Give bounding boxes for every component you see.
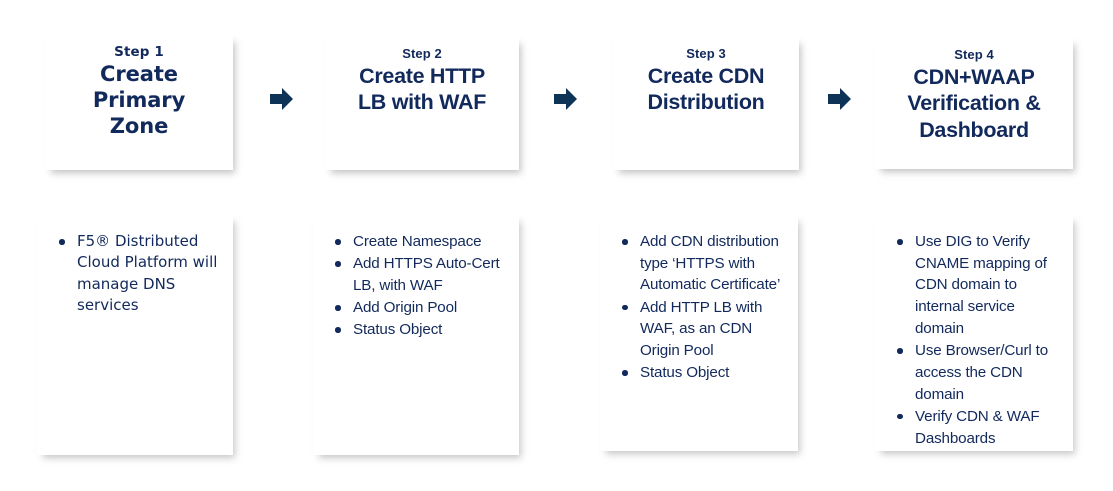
list-item: Add CDN distribution type ‘HTTPS with Au… (608, 231, 790, 296)
step-body-card-1: F5® Distributed Cloud Platform will mana… (37, 215, 233, 455)
step-body-card-3: Add CDN distribution type ‘HTTPS with Au… (600, 215, 798, 451)
list-item: Verify CDN & WAF Dashboards (883, 406, 1065, 449)
step-column-2: Step 2 Create HTTP LB with WAF Create Na… (313, 0, 519, 491)
bullet-dot-icon (622, 239, 628, 245)
list-item: F5® Distributed Cloud Platform will mana… (45, 231, 225, 316)
step-column-3: Step 3 Create CDN Distribution Add CDN d… (600, 0, 799, 491)
step-column-4: Step 4 CDN+WAAP Verification & Dashboard… (875, 0, 1074, 491)
connector-arrow-1 (270, 86, 294, 112)
bullet-dot-icon (897, 413, 903, 420)
list-item: Create Namespace (321, 231, 511, 253)
step-title-4: CDN+WAAP Verification & Dashboard (907, 65, 1041, 142)
list-item: Add HTTP LB with WAF, as an CDN Origin P… (608, 297, 790, 362)
bullet-dot-icon (335, 239, 341, 245)
list-item: Add Origin Pool (321, 297, 511, 319)
bullet-dot-icon (335, 261, 341, 267)
connector-arrow-2 (554, 86, 578, 112)
step-eyebrow-2: Step 2 (402, 46, 442, 61)
bullet-dot-icon (59, 239, 65, 245)
list-item: Use Browser/Curl to access the CDN domai… (883, 340, 1065, 405)
connector-arrow-3 (828, 86, 852, 112)
step-bullet-list-2: Create Namespace Add HTTPS Auto-Cert LB,… (321, 231, 511, 341)
list-item: Status Object (321, 319, 511, 341)
step-header-card-3: Step 3 Create CDN Distribution (613, 37, 799, 170)
list-item: Status Object (608, 362, 790, 384)
bullet-dot-icon (897, 239, 903, 245)
list-item-text: Status Object (640, 364, 730, 382)
step-eyebrow-3: Step 3 (686, 46, 726, 61)
list-item-text: Add HTTP LB with WAF, as an CDN Origin P… (640, 298, 763, 360)
step-column-1: Step 1 Create Primary Zone F5® Distribut… (37, 0, 233, 491)
step-body-card-4: Use DIG to Verify CNAME mapping of CDN d… (875, 215, 1073, 451)
list-item-text: Add HTTPS Auto-Cert LB, with WAF (353, 255, 500, 294)
step-bullet-list-1: F5® Distributed Cloud Platform will mana… (45, 231, 225, 316)
step-bullet-list-4: Use DIG to Verify CNAME mapping of CDN d… (883, 231, 1065, 449)
step-eyebrow-4: Step 4 (954, 47, 994, 62)
list-item: Use DIG to Verify CNAME mapping of CDN d… (883, 231, 1065, 340)
list-item: Add HTTPS Auto-Cert LB, with WAF (321, 253, 511, 296)
bullet-dot-icon (335, 327, 341, 333)
list-item-text: Add CDN distribution type ‘HTTPS with Au… (640, 233, 781, 294)
list-item-text: F5® Distributed Cloud Platform will mana… (77, 232, 218, 314)
bullet-dot-icon (335, 305, 341, 311)
step-eyebrow-1: Step 1 (114, 44, 164, 60)
list-item-text: Add Origin Pool (353, 299, 458, 317)
list-item-text: Use DIG to Verify CNAME mapping of CDN d… (915, 233, 1047, 337)
bullet-dot-icon (622, 304, 628, 311)
step-body-card-2: Create Namespace Add HTTPS Auto-Cert LB,… (313, 215, 519, 455)
step-header-card-1: Step 1 Create Primary Zone (45, 35, 233, 170)
step-header-card-4: Step 4 CDN+WAAP Verification & Dashboard (875, 38, 1073, 169)
bullet-dot-icon (897, 348, 903, 354)
step-title-3: Create CDN Distribution (647, 64, 765, 115)
list-item-text: Use Browser/Curl to access the CDN domai… (915, 342, 1049, 403)
bullet-dot-icon (622, 370, 628, 376)
step-title-1: Create Primary Zone (92, 61, 186, 138)
step-bullet-list-3: Add CDN distribution type ‘HTTPS with Au… (608, 231, 790, 384)
list-item-text: Verify CDN & WAF Dashboards (915, 407, 1040, 447)
list-item-text: Status Object (353, 321, 443, 339)
step-header-card-2: Step 2 Create HTTP LB with WAF (325, 37, 519, 170)
step-title-2: Create HTTP LB with WAF (357, 64, 487, 115)
list-item-text: Create Namespace (353, 233, 482, 250)
